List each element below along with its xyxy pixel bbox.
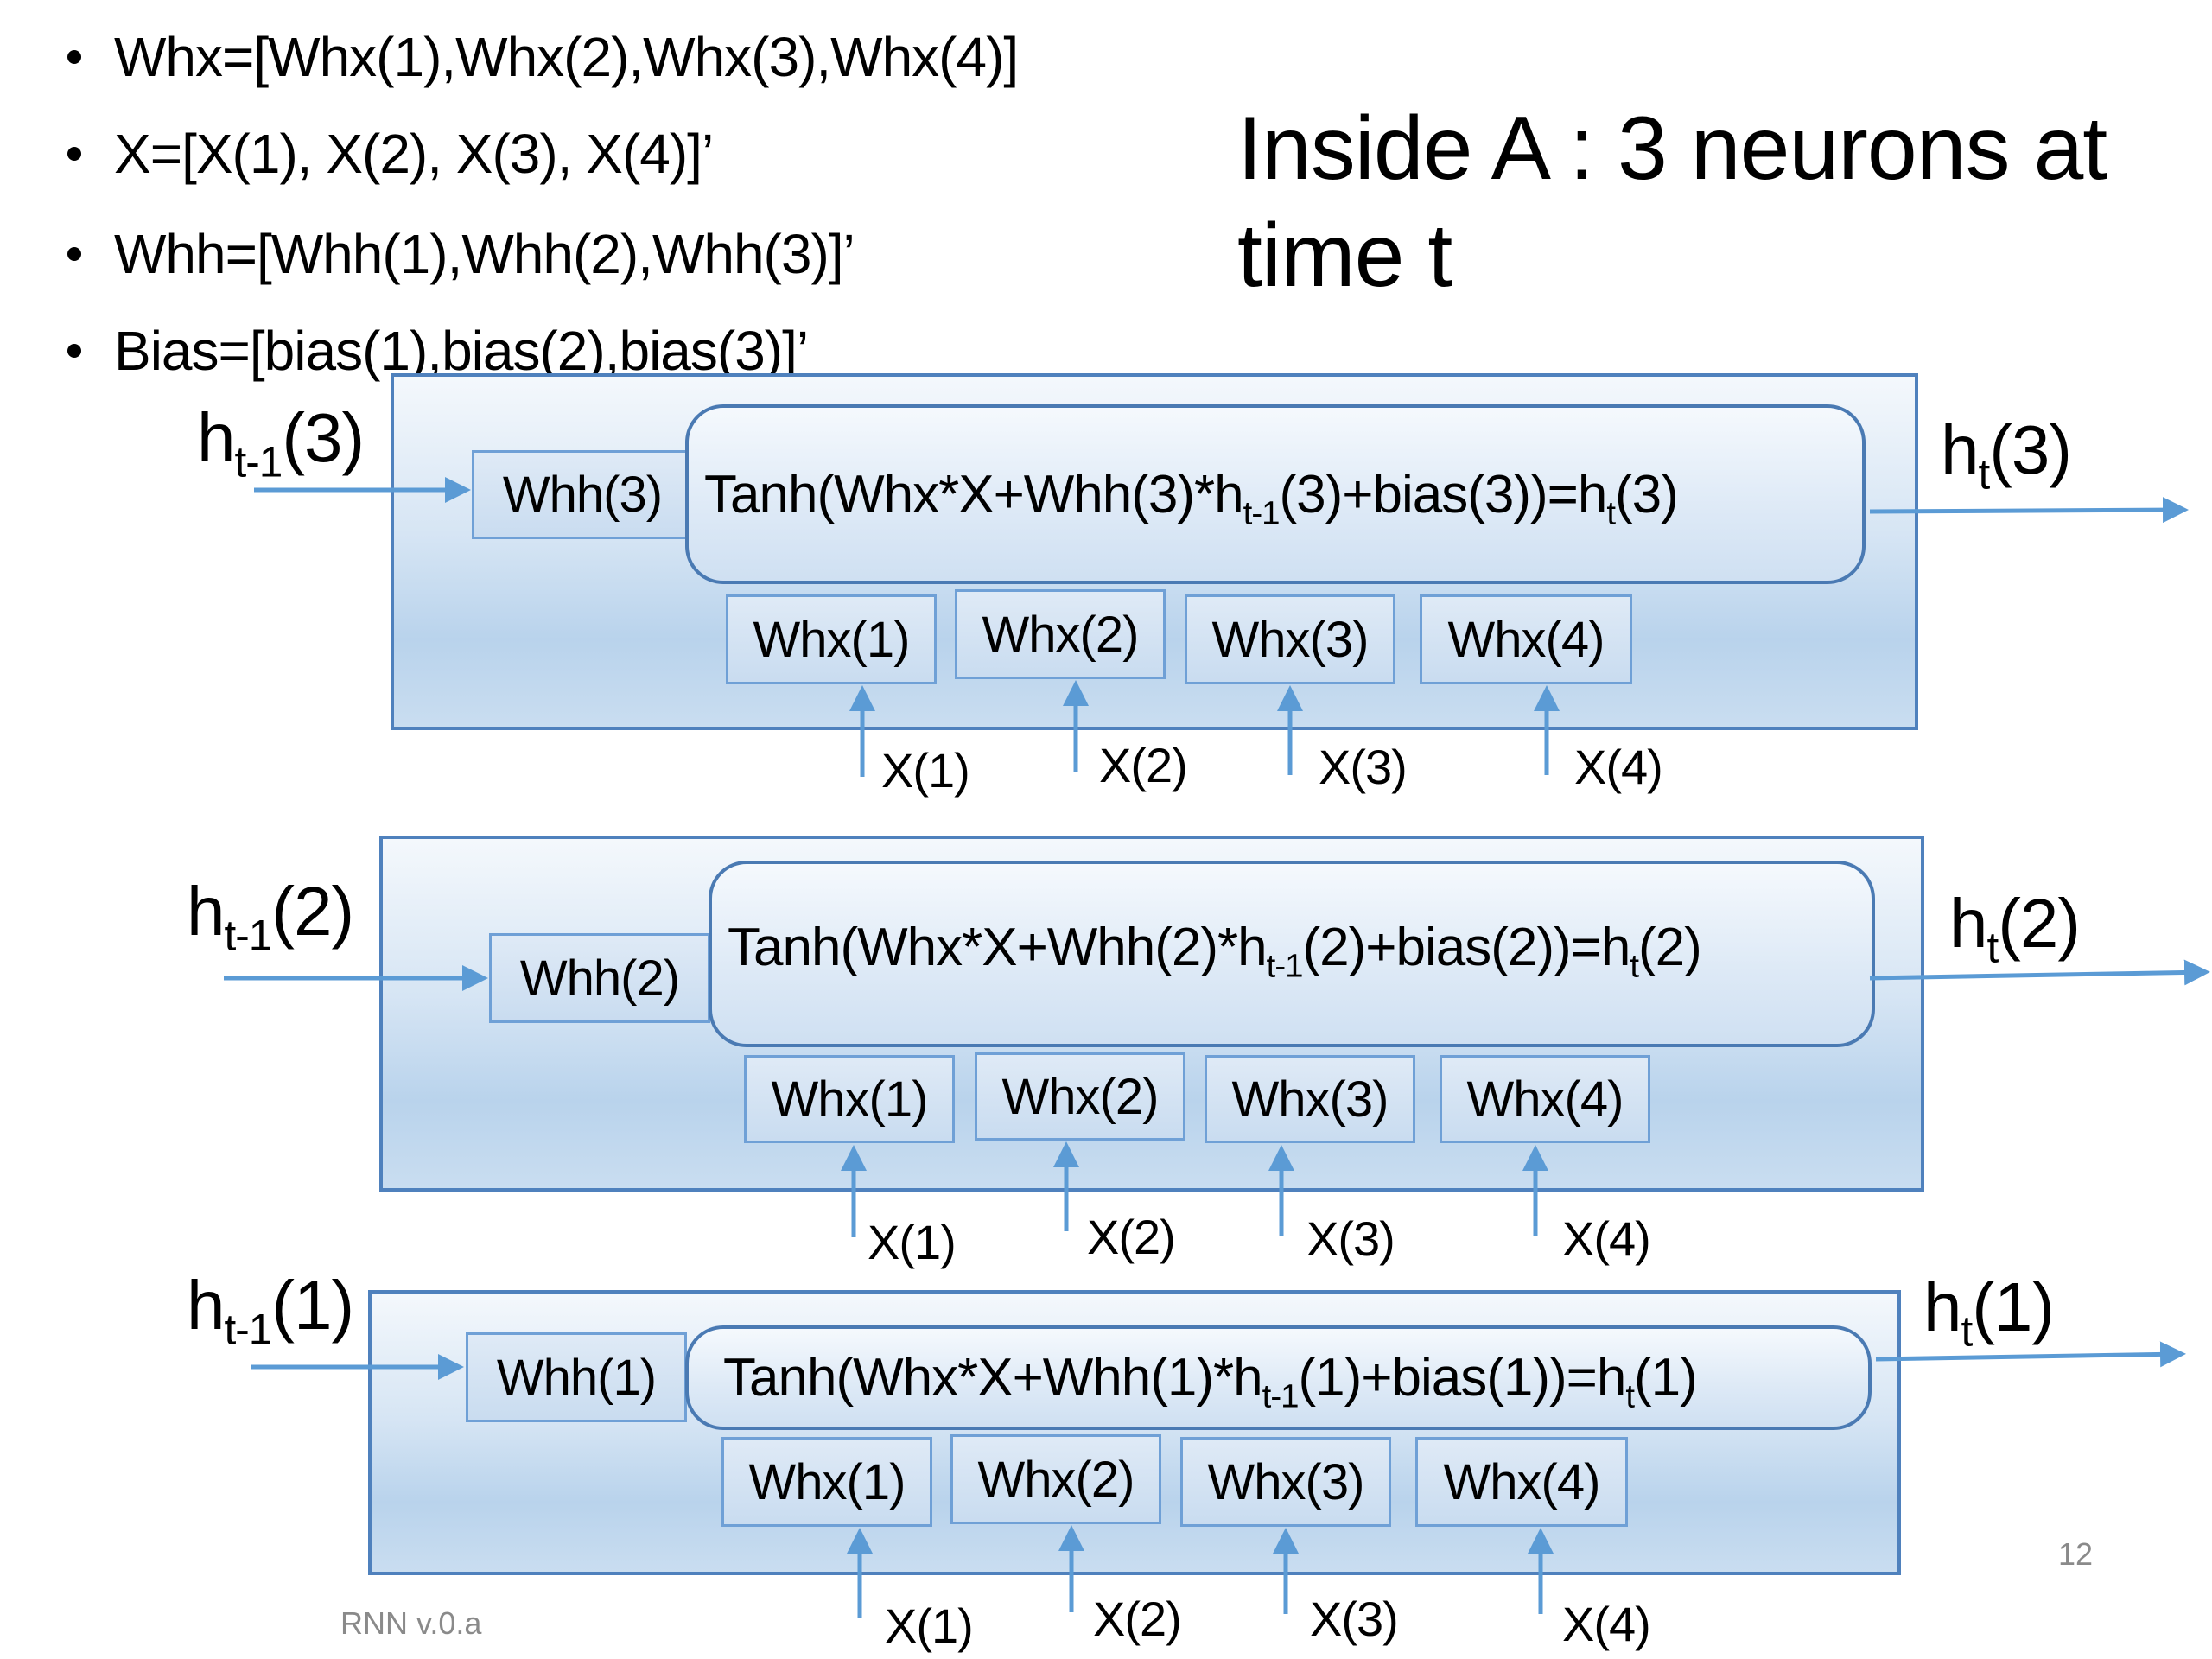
formula-text: Tanh(Whx*X+Whh(3)*ht-1(3)+bias(3))=ht(3) [704, 464, 1679, 531]
whh-label: Whh(2) [519, 950, 680, 1007]
bullet-text: Bias=[bias(1),bias(2),bias(3)]’ [114, 320, 809, 382]
whx-label: Whx(4) [1466, 1071, 1624, 1128]
whh-box: Whh(1) [466, 1332, 687, 1422]
whx-label: Whx(4) [1443, 1453, 1601, 1510]
slide-page-number: 12 [2058, 1536, 2094, 1572]
whx-label: Whx(1) [748, 1453, 906, 1510]
whx-label: Whx(1) [771, 1071, 929, 1128]
x-input-label: X(4) [1574, 740, 1663, 794]
whx-box: Whx(3) [1205, 1055, 1415, 1143]
x-input-label: X(1) [885, 1599, 974, 1653]
whx-box: Whx(1) [744, 1055, 955, 1143]
whx-label: Whx(4) [1447, 611, 1605, 668]
whx-label: Whx(3) [1211, 611, 1370, 668]
formula-box: Tanh(Whx*X+Whh(1)*ht-1(1)+bias(1))=ht(1) [685, 1325, 1872, 1430]
whh-label: Whh(3) [502, 467, 663, 523]
x-input-label: X(3) [1319, 740, 1408, 794]
whx-label: Whx(2) [982, 606, 1140, 663]
whx-label: Whx(3) [1207, 1453, 1365, 1510]
bullet-text: X=[X(1), X(2), X(3), X(4)]’ [114, 123, 714, 185]
x-input-label: X(3) [1310, 1592, 1399, 1646]
whx-box: Whx(3) [1180, 1437, 1391, 1527]
whx-box: Whx(3) [1185, 594, 1395, 684]
formula-text: Tanh(Whx*X+Whh(1)*ht-1(1)+bias(1))=ht(1) [723, 1348, 1698, 1415]
bullet-text: Whh=[Whh(1),Whh(2),Whh(3)]’ [114, 223, 855, 285]
formula-box: Tanh(Whx*X+Whh(2)*ht-1(2)+bias(2))=ht(2) [709, 861, 1875, 1047]
whx-label: Whx(2) [977, 1451, 1135, 1508]
h-out-label: ht(3) [1941, 411, 2072, 499]
x-input-label: X(4) [1562, 1597, 1651, 1651]
x-input-label: X(3) [1306, 1211, 1395, 1266]
bullet-icon [67, 344, 81, 358]
whx-box: Whx(1) [726, 594, 937, 684]
slide-title: Inside A : 3 neurons at time t [1237, 95, 2188, 309]
h-out-label: ht(1) [1923, 1268, 2055, 1356]
title-line-1: Inside A : 3 neurons at [1237, 99, 2107, 199]
whh-box: Whh(3) [472, 450, 693, 539]
whx-box: Whx(4) [1415, 1437, 1628, 1527]
whx-box: Whx(2) [955, 589, 1166, 679]
formula-text: Tanh(Whx*X+Whh(2)*ht-1(2)+bias(2))=ht(2) [728, 917, 1702, 984]
whh-label: Whh(1) [496, 1349, 657, 1406]
x-input-label: X(4) [1562, 1211, 1651, 1266]
x-input-label: X(2) [1099, 738, 1188, 792]
x-input-label: X(1) [868, 1215, 957, 1269]
x-input-label: X(1) [881, 743, 970, 798]
x-input-label: X(2) [1093, 1592, 1182, 1646]
bullet-icon [67, 247, 81, 261]
whx-box: Whx(4) [1420, 594, 1632, 684]
whx-label: Whx(3) [1231, 1071, 1389, 1128]
h-out-label: ht(2) [1949, 885, 2081, 972]
whx-box: Whx(4) [1440, 1055, 1650, 1143]
bullet-icon [67, 50, 81, 64]
whx-label: Whx(2) [1001, 1068, 1160, 1125]
whx-label: Whx(1) [753, 611, 911, 668]
title-line-2: time t [1237, 206, 1452, 306]
whh-box: Whh(2) [489, 933, 710, 1023]
footer-version-label: RNN v.0.a [340, 1605, 482, 1641]
whx-box: Whx(1) [721, 1437, 932, 1527]
x-input-label: X(2) [1087, 1210, 1176, 1264]
whx-box: Whx(2) [975, 1052, 1185, 1141]
h-prev-label: ht-1(3) [197, 399, 365, 486]
whx-box: Whx(2) [950, 1434, 1161, 1524]
h-prev-label: ht-1(2) [187, 873, 354, 960]
formula-box: Tanh(Whx*X+Whh(3)*ht-1(3)+bias(3))=ht(3) [685, 404, 1866, 584]
bullet-text: Whx=[Whx(1),Whx(2),Whx(3),Whx(4)] [114, 26, 1019, 88]
bullet-icon [67, 147, 81, 161]
h-out-arrow [1875, 1341, 2186, 1368]
h-prev-label: ht-1(1) [187, 1267, 354, 1354]
